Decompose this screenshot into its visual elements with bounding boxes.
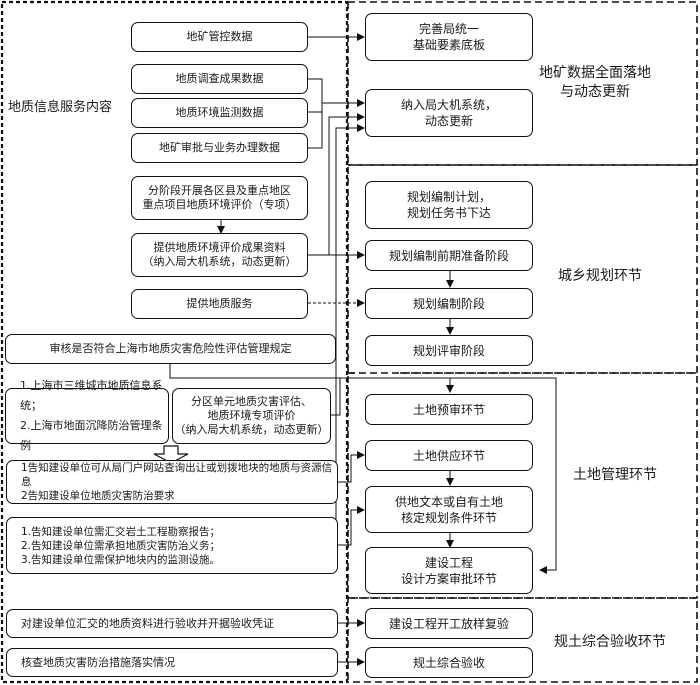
box-comprehensive-acceptance[interactable]: 规土综合验收 [365,647,533,678]
left-panel-border [0,0,349,684]
box-review-compliance[interactable]: 审核是否符合上海市地质灾害危险性评估管理规定 [5,334,336,364]
box-planning-review[interactable]: 规划评审阶段 [365,335,533,366]
connector-hazard-to-system [335,127,364,540]
box-accept-geo-data[interactable]: 对建设单位汇交的地质资料进行验收并开据验收凭证 [6,609,338,638]
section-title-data-update: 地矿数据全面落地 与动态更新 [539,65,651,100]
connector-review-to-land [169,361,557,574]
box-mining-approval-data[interactable]: 地矿审批与业务办理数据 [131,133,308,163]
section-title-acceptance: 规土综合验收环节 [554,634,666,650]
section-border-data-update [348,1,698,166]
connector-obligations-to-conditions [338,506,365,546]
connector-eval-to-system [328,113,365,255]
box-setout-recheck[interactable]: 建设工程开工放样复验 [365,608,533,639]
left-panel-title: 地质信息服务内容 [8,100,113,115]
box-land-prereview[interactable]: 土地预审环节 [365,394,533,425]
box-mining-control-data[interactable]: 地矿管控数据 [131,22,308,52]
box-staged-evaluation[interactable]: 分阶段开展各区县及重点地区 重点项目地质环境评价（专项） [131,176,308,220]
box-notify-portal[interactable]: 1告知建设单位可从局门户网站查询出让或划拨地块的地质与资源信息 2告知建设单位地… [6,460,338,504]
box-planning-plan[interactable]: 规划编制计划， 规划任务书下达 [365,181,533,229]
connector-zone-hazard-out [331,378,341,416]
box-planning-conditions[interactable]: 供地文本或自有土地 核定规划条件环节 [365,486,533,533]
box-systems-regulations[interactable]: 1.上海市三维城市地质信息系统； 2.上海市地面沉降防治管理条例 [5,379,169,452]
box-geo-survey-results[interactable]: 地质调查成果数据 [131,64,308,94]
box-provide-geo-service[interactable]: 提供地质服务 [131,289,308,319]
box-zone-hazard-eval[interactable]: 分区单元地质灾害评估、 地质环境专项评价 （纳入局大机系统，动态更新） [172,388,331,444]
section-title-land-management: 土地管理环节 [573,467,657,483]
box-planning-prep[interactable]: 规划编制前期准备阶段 [365,240,533,271]
section-border-acceptance [348,597,698,683]
section-title-urban-planning: 城乡规划环节 [558,268,642,284]
box-design-approval[interactable]: 建设工程 设计方案审批环节 [365,547,533,594]
box-planning-stage[interactable]: 规划编制阶段 [365,288,533,319]
box-verify-measures[interactable]: 核查地质灾害防治措施落实情况 [6,648,338,677]
hollow-down-arrow-icon [153,445,189,464]
box-provide-eval-results[interactable]: 提供地质环境评价成果资料 （纳入局大机系统，动态更新） [131,233,308,277]
section-border-land-management [348,372,698,599]
box-base-board[interactable]: 完善局统一 基础要素底板 [365,13,533,61]
box-land-supply[interactable]: 土地供应环节 [365,440,533,471]
box-geo-env-monitoring[interactable]: 地质环境监测数据 [131,98,308,128]
box-notify-obligations[interactable]: 1.告知建设单位需汇交岩土工程勘察报告； 2.告知建设单位需承担地质灾害防治义务… [6,517,338,574]
connector-portal-to-supply [338,451,365,483]
box-system-update[interactable]: 纳入局大机系统， 动态更新 [365,89,533,137]
